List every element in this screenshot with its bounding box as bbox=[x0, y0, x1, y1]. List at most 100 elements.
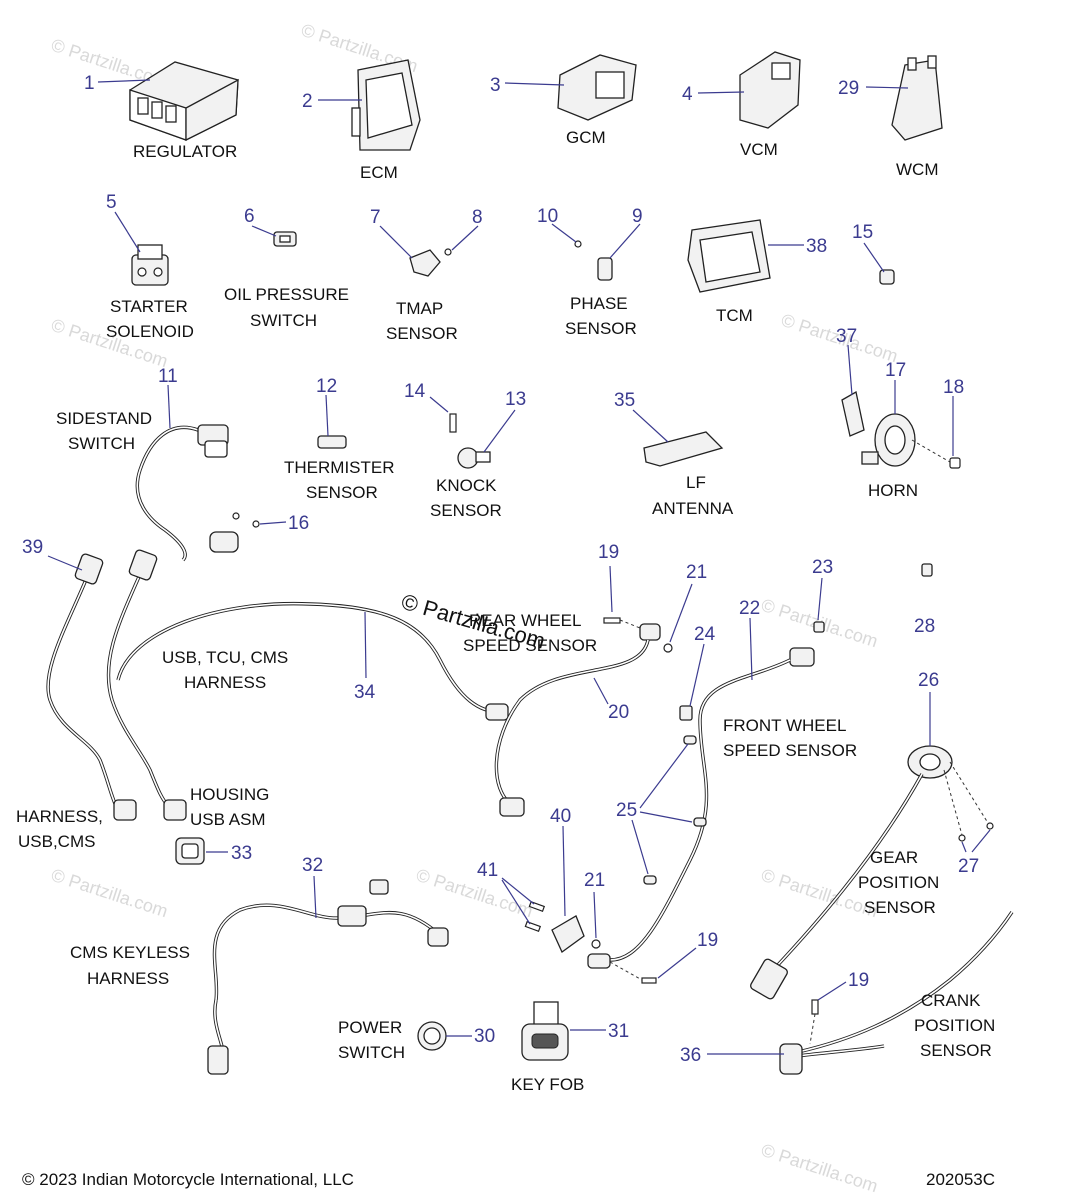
label-housing-2: USB ASM bbox=[190, 810, 266, 829]
label-phase-2: SENSOR bbox=[565, 319, 637, 338]
callout-27: 27 bbox=[958, 856, 979, 877]
callout-14: 14 bbox=[404, 381, 426, 402]
label-rear-wheel-1: REAR WHEEL bbox=[469, 611, 581, 630]
label-horn: HORN bbox=[868, 481, 918, 500]
callout-31: 31 bbox=[608, 1021, 629, 1042]
label-rear-wheel-2: SPEED SENSOR bbox=[463, 636, 597, 655]
callout-32: 32 bbox=[302, 855, 323, 876]
callout-7: 7 bbox=[370, 207, 381, 228]
bracket-40-part[interactable] bbox=[524, 900, 657, 984]
cms-keyless-harness-part[interactable] bbox=[207, 879, 449, 1075]
label-regulator: REGULATOR bbox=[133, 142, 237, 161]
bracket-16-part[interactable] bbox=[209, 512, 260, 553]
callout-21a: 21 bbox=[686, 562, 707, 583]
ecm-part[interactable] bbox=[351, 59, 421, 151]
clip-25-part[interactable] bbox=[643, 735, 707, 885]
wcm-part[interactable] bbox=[891, 55, 943, 141]
callout-3: 3 bbox=[490, 75, 501, 96]
label-gcm: GCM bbox=[566, 128, 606, 147]
watermark: © Partzilla.com bbox=[49, 865, 171, 922]
label-gear-pos-2: POSITION bbox=[858, 873, 939, 892]
label-crank-3: SENSOR bbox=[920, 1041, 992, 1060]
label-tmap-2: SENSOR bbox=[386, 324, 458, 343]
label-cms-keyless-2: HARNESS bbox=[87, 969, 169, 988]
callout-8: 8 bbox=[472, 207, 483, 228]
callout-28: 28 bbox=[914, 616, 935, 637]
label-crank-1: CRANK bbox=[921, 991, 981, 1010]
horn-part[interactable] bbox=[841, 390, 961, 469]
callout-24: 24 bbox=[694, 624, 716, 645]
label-crank-2: POSITION bbox=[914, 1016, 995, 1035]
callout-35: 35 bbox=[614, 390, 635, 411]
label-usb-tcu-1: USB, TCU, CMS bbox=[162, 648, 288, 667]
clip-28-part[interactable] bbox=[921, 563, 933, 577]
callout-34: 34 bbox=[354, 682, 376, 703]
label-oil-1: OIL PRESSURE bbox=[224, 285, 349, 304]
label-lf-1: LF bbox=[686, 473, 706, 492]
gear-position-sensor-part[interactable] bbox=[749, 745, 994, 1000]
copyright-text: © 2023 Indian Motorcycle International, … bbox=[22, 1170, 354, 1189]
label-sidestand-1: SIDESTAND bbox=[56, 409, 152, 428]
key-fob-part[interactable] bbox=[521, 1001, 569, 1061]
callout-20: 20 bbox=[608, 702, 629, 723]
watermark: © Partzilla.com bbox=[759, 1140, 881, 1197]
callout-23: 23 bbox=[812, 557, 833, 578]
label-tmap-1: TMAP bbox=[396, 299, 443, 318]
label-power-2: SWITCH bbox=[338, 1043, 405, 1062]
knock-sensor-part[interactable] bbox=[449, 413, 491, 469]
crank-position-sensor-part[interactable] bbox=[779, 911, 1014, 1075]
gcm-part[interactable] bbox=[557, 54, 637, 121]
callout-10: 10 bbox=[537, 206, 558, 227]
label-harness-usb-2: USB,CMS bbox=[18, 832, 95, 851]
label-vcm: VCM bbox=[740, 140, 778, 159]
label-front-wheel-1: FRONT WHEEL bbox=[723, 716, 846, 735]
label-starter-2: SOLENOID bbox=[106, 322, 194, 341]
vcm-part[interactable] bbox=[739, 51, 801, 129]
label-gear-pos-3: SENSOR bbox=[864, 898, 936, 917]
callout-38: 38 bbox=[806, 236, 827, 257]
sidestand-switch-part[interactable] bbox=[135, 424, 229, 562]
callout-19b: 19 bbox=[697, 930, 718, 951]
clip-15-part[interactable] bbox=[879, 269, 895, 285]
callout-18: 18 bbox=[943, 377, 964, 398]
callout-1: 1 bbox=[84, 73, 95, 94]
tmap-sensor-part[interactable] bbox=[409, 248, 452, 277]
tcm-part[interactable] bbox=[687, 219, 771, 293]
callout-21b: 21 bbox=[584, 870, 605, 891]
phase-sensor-part[interactable] bbox=[574, 240, 613, 281]
callout-5: 5 bbox=[106, 192, 117, 213]
callout-33: 33 bbox=[231, 843, 252, 864]
oil-pressure-switch-part[interactable] bbox=[273, 231, 297, 247]
callout-2: 2 bbox=[302, 91, 313, 112]
usb-tcu-cms-harness-part[interactable] bbox=[116, 601, 509, 721]
front-wheel-speed-sensor-part[interactable] bbox=[609, 621, 825, 962]
power-switch-part[interactable] bbox=[417, 1021, 447, 1051]
callout-41: 41 bbox=[477, 860, 498, 881]
housing-33-part[interactable] bbox=[175, 837, 205, 865]
callout-25: 25 bbox=[616, 800, 637, 821]
label-lf-2: ANTENNA bbox=[652, 499, 734, 518]
diagram-code: 202053C bbox=[926, 1170, 995, 1189]
thermister-sensor-part[interactable] bbox=[317, 435, 347, 449]
callout-39: 39 bbox=[22, 537, 43, 558]
label-thermister-2: SENSOR bbox=[306, 483, 378, 502]
label-housing-1: HOUSING bbox=[190, 785, 269, 804]
housing-usb-asm-part[interactable] bbox=[106, 549, 187, 821]
label-knock-1: KNOCK bbox=[436, 476, 497, 495]
label-ecm: ECM bbox=[360, 163, 398, 182]
harness-usb-cms-part[interactable] bbox=[46, 553, 137, 821]
regulator-part[interactable] bbox=[129, 61, 239, 142]
callout-30: 30 bbox=[474, 1026, 495, 1047]
callout-37: 37 bbox=[836, 326, 857, 347]
label-usb-tcu-2: HARNESS bbox=[184, 673, 266, 692]
callout-36: 36 bbox=[680, 1045, 701, 1066]
starter-solenoid-part[interactable] bbox=[131, 244, 169, 286]
rear-wheel-speed-sensor-part[interactable] bbox=[494, 617, 673, 817]
lf-antenna-part[interactable] bbox=[643, 431, 724, 467]
label-phase-1: PHASE bbox=[570, 294, 628, 313]
label-wcm: WCM bbox=[896, 160, 938, 179]
watermark: © Partzilla.com bbox=[414, 865, 536, 922]
callout-19a: 19 bbox=[598, 542, 619, 563]
label-cms-keyless-1: CMS KEYLESS bbox=[70, 943, 190, 962]
